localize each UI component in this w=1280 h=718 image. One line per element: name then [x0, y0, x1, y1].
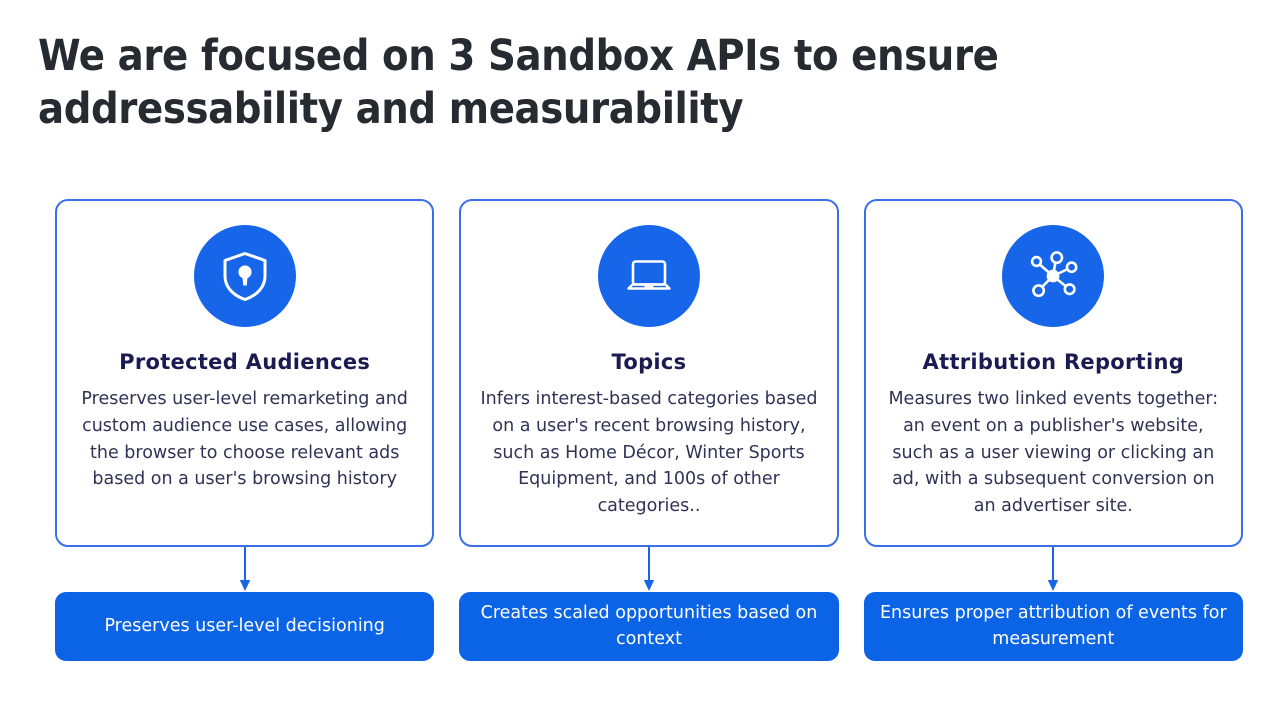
api-column-topics: Topics Infers interest-based categories …: [459, 199, 839, 661]
api-card-protected-audiences[interactable]: Protected Audiences Preserves user-level…: [55, 199, 435, 547]
api-columns: Protected Audiences Preserves user-level…: [55, 199, 1243, 661]
page-title: We are focused on 3 Sandbox APIs to ensu…: [38, 30, 1158, 136]
api-column-protected-audiences: Protected Audiences Preserves user-level…: [55, 199, 435, 661]
outcome-pill-attribution-reporting[interactable]: Ensures proper attribution of events for…: [863, 592, 1243, 661]
outcome-pill-topics[interactable]: Creates scaled opportunities based on co…: [459, 592, 839, 661]
api-card-title: Protected Audiences: [119, 350, 371, 374]
api-card-title: Topics: [611, 350, 687, 374]
arrow-down-icon: [864, 547, 1243, 592]
outcome-pill-protected-audiences[interactable]: Preserves user-level decisioning: [55, 592, 435, 661]
arrow-down-icon: [459, 547, 838, 592]
outcome-pill-label: Ensures proper attribution of events for…: [879, 603, 1227, 649]
api-card-topics[interactable]: Topics Infers interest-based categories …: [459, 199, 839, 547]
api-column-attribution-reporting: Attribution Reporting Measures two linke…: [863, 199, 1243, 661]
outcome-pill-label: Preserves user-level decisioning: [104, 615, 385, 636]
laptop-icon: [597, 225, 700, 327]
page-title-line-2: addressability and measurability: [38, 84, 744, 134]
page-title-line-1: We are focused on 3 Sandbox APIs to ensu…: [38, 31, 999, 81]
api-card-description: Infers interest-based categories based o…: [480, 389, 818, 517]
api-card-description: Preserves user-level remarketing and cus…: [81, 389, 408, 490]
shield-lock-icon: [193, 225, 296, 327]
api-card-attribution-reporting[interactable]: Attribution Reporting Measures two linke…: [863, 199, 1243, 547]
api-card-title: Attribution Reporting: [922, 350, 1185, 374]
outcome-pill-label: Creates scaled opportunities based on co…: [480, 603, 818, 649]
network-hub-icon: [1002, 225, 1105, 327]
api-card-description: Measures two linked events together: an …: [888, 389, 1219, 517]
arrow-down-icon: [55, 547, 434, 592]
